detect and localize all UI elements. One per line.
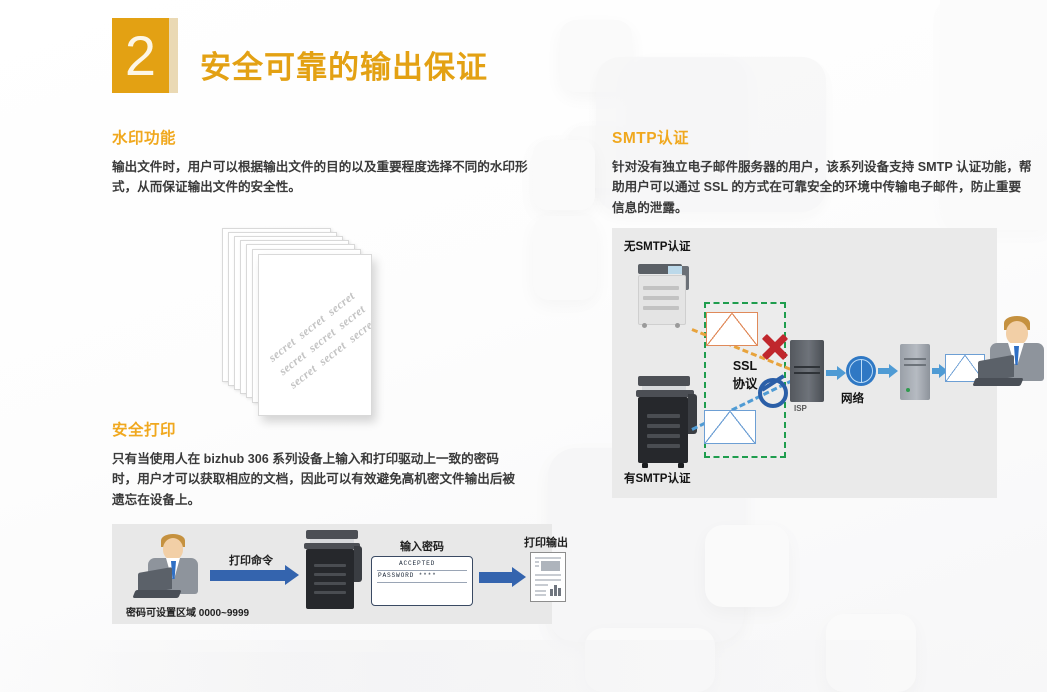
smtp-heading: SMTP认证: [612, 130, 690, 147]
bg-shape-9: [826, 614, 916, 692]
doc-line: [535, 584, 548, 586]
secure-print-section: 安全打印 只有当使用人在 bizhub 306 系列设备上输入和打印驱动上一致的…: [112, 418, 522, 510]
bg-shape-10: [585, 628, 715, 692]
smtp-network-diagram: 无SMTP认证 有SMTP认证: [612, 228, 1044, 498]
envelope-flap-left: [705, 411, 730, 443]
isp-label: ISP: [794, 404, 807, 413]
secure-print-diagram: 密码可设置区域 0000~9999 打印命令 输入密码 ACCEPTED PAS…: [112, 524, 568, 624]
doc-image-block: [541, 561, 560, 571]
print-output-arrow: [479, 567, 526, 587]
section-number: 2: [124, 23, 157, 87]
password-panel-status: ACCEPTED: [399, 560, 436, 567]
mfp-tray: [643, 296, 679, 300]
mfp-printer-light: [636, 264, 698, 330]
doc-chart-bar: [554, 585, 557, 596]
laptop-base: [132, 590, 182, 598]
doc-chart-bar: [558, 588, 561, 596]
panel-divider: [377, 582, 467, 583]
server-slot: [794, 372, 820, 374]
section-header: 2 安全可靠的输出保证: [112, 18, 488, 93]
bg-shape-6: [533, 216, 597, 300]
bg-stripe-bottom: [0, 640, 1047, 692]
person-head: [163, 538, 183, 560]
mfp-tray: [314, 564, 346, 567]
email-envelope-encrypted: [704, 410, 756, 444]
secure-print-body: 只有当使用人在 bizhub 306 系列设备上输入和打印驱动上一致的密码时，用…: [112, 452, 515, 507]
recipient-at-laptop-figure: [908, 316, 1044, 396]
doc-line: [535, 579, 561, 581]
laptop-base: [972, 378, 1024, 386]
no-smtp-auth-label: 无SMTP认证: [624, 241, 691, 253]
enter-password-label: 输入密码: [400, 541, 444, 553]
password-range-label: 密码可设置区域 0000~9999: [126, 608, 250, 619]
section-number-box: 2: [112, 18, 169, 93]
mfp-caster: [642, 323, 647, 328]
mfp-body: [306, 549, 354, 609]
mfp-tray: [643, 306, 679, 310]
mfp-printer: [302, 530, 366, 612]
mfp-printer-dark: [634, 376, 704, 468]
smtp-section: SMTP认证 针对没有独立电子邮件服务器的用户，该系列设备支持 SMTP 认证功…: [612, 126, 1032, 218]
network-globe-icon: [846, 356, 876, 386]
doc-line: [535, 557, 561, 559]
section-number-shade: [169, 18, 178, 93]
mfp-tray: [314, 582, 346, 585]
doc-line: [535, 574, 561, 576]
network-arrow-2: [878, 364, 898, 378]
network-label: 网络: [841, 393, 864, 405]
mfp-foot: [678, 463, 684, 468]
mfp-tray: [643, 286, 679, 290]
user-at-laptop-figure: [132, 532, 212, 602]
server-slot: [794, 366, 820, 368]
bg-shape-5: [533, 140, 595, 210]
mfp-tray: [314, 573, 346, 576]
isp-server: [790, 340, 824, 402]
print-command-label: 打印命令: [229, 555, 273, 567]
mfp-tray: [314, 591, 346, 594]
mfp-scanner-lid: [638, 376, 690, 386]
paper-sheet-front: secret secret secret secret secret secre…: [258, 254, 372, 416]
watermark-illustration: secret secret secret secret secret secre…: [222, 228, 397, 428]
doc-chart-bar: [550, 589, 553, 596]
panel-divider: [377, 570, 467, 571]
print-output-label: 打印输出: [524, 537, 568, 549]
mfp-scanner-lid: [306, 530, 358, 539]
print-command-arrow: [210, 565, 299, 585]
doc-line: [535, 590, 546, 592]
blocked-x-icon: [760, 332, 790, 362]
mfp-tray: [647, 444, 680, 448]
doc-line: [535, 594, 546, 596]
envelope-flap-right: [730, 411, 755, 443]
mfp-caster: [675, 323, 680, 328]
watermark-heading: 水印功能: [112, 130, 177, 147]
watermark-section: 水印功能 输出文件时，用户可以根据输出文件的目的以及重要程度选择不同的水印形式，…: [112, 126, 532, 198]
envelope-flap-right: [732, 313, 757, 345]
bg-shape-8: [705, 525, 789, 607]
mfp-body: [638, 275, 686, 325]
mfp-tray: [647, 424, 680, 428]
smtp-body: 针对没有独立电子邮件服务器的用户，该系列设备支持 SMTP 认证功能，帮助用户可…: [612, 160, 1032, 215]
mfp-foot: [642, 463, 648, 468]
email-envelope-unencrypted: [706, 312, 758, 346]
bg-shape-1: [560, 20, 632, 92]
bg-stripe-bottom-2: [80, 652, 640, 692]
page-title: 安全可靠的输出保证: [200, 50, 488, 85]
mfp-finisher: [354, 546, 362, 582]
with-smtp-auth-label: 有SMTP认证: [624, 473, 691, 485]
doc-line: [535, 565, 539, 567]
envelope-flap-left: [707, 313, 732, 345]
watermark-text-layer: secret secret secret secret secret secre…: [259, 255, 371, 415]
printed-output-document: [530, 552, 566, 602]
secure-print-heading: 安全打印: [112, 422, 177, 439]
mfp-control-panel: [636, 390, 694, 397]
network-arrow-1: [826, 366, 846, 380]
password-entry-panel[interactable]: ACCEPTED PASSWORD ****: [371, 556, 473, 606]
doc-line: [535, 561, 539, 563]
watermark-body: 输出文件时，用户可以根据输出文件的目的以及重要程度选择不同的水印形式，从而保证输…: [112, 160, 528, 195]
mfp-tray: [647, 434, 680, 438]
mfp-tray: [647, 414, 680, 418]
person-head: [1006, 321, 1028, 345]
password-panel-field: PASSWORD ****: [378, 572, 437, 579]
mfp-body: [638, 397, 688, 463]
